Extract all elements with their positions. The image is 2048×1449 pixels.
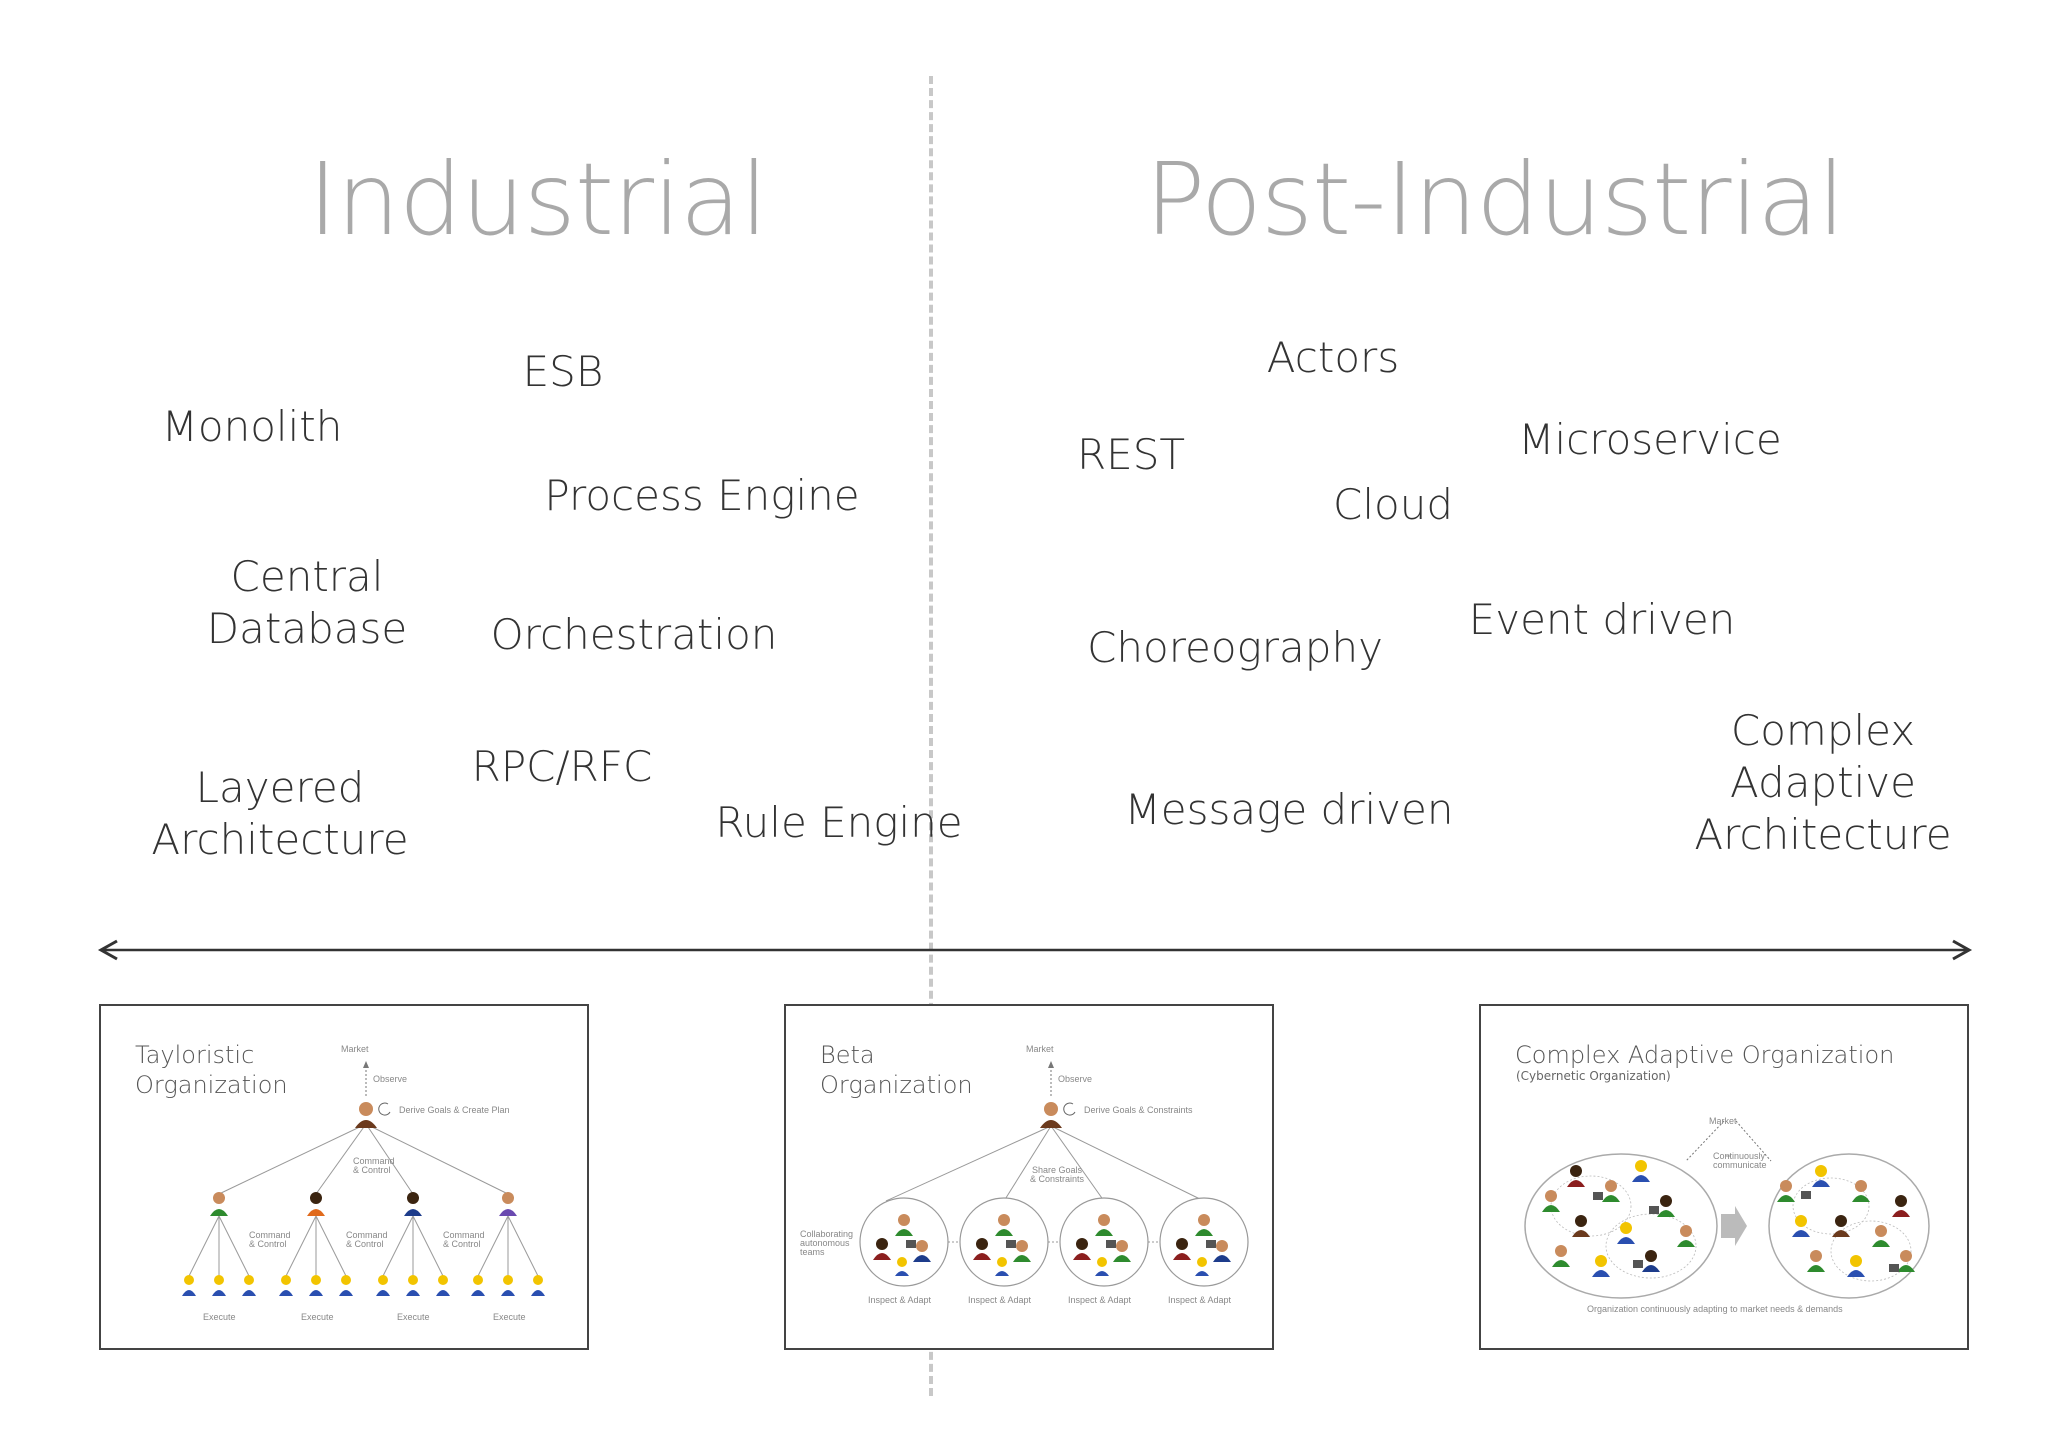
svg-text:teams: teams (800, 1247, 825, 1257)
card-title-complex: Complex Adaptive Organization (1515, 1041, 1895, 1069)
tayloristic-hierarchy-diagram: Market Observe Derive Goals & Create Pla… (182, 1044, 545, 1322)
lead-figure-icon (210, 1192, 517, 1216)
taylor-derive-label: Derive Goals & Create Plan (399, 1105, 510, 1115)
computer-icon (1593, 1191, 1899, 1272)
beta-observe-label: Observe (1058, 1074, 1092, 1084)
svg-text:& Control: & Control (249, 1239, 287, 1249)
term-rest: REST (1076, 430, 1186, 479)
svg-text:& Constraints: & Constraints (1030, 1174, 1085, 1184)
svg-text:& Control: & Control (346, 1239, 384, 1249)
beta-inspect-label: Inspect & Adapt (868, 1295, 932, 1305)
complex-caption: Organization continuously adapting to ma… (1587, 1304, 1843, 1314)
beta-teams-diagram: Market Observe Derive Goals & Constraint… (800, 1044, 1249, 1305)
card-beta-organization: Market Observe Derive Goals & Constraint… (784, 1004, 1274, 1350)
term-event-driven: Event driven (1468, 595, 1736, 644)
svg-text:communicate: communicate (1713, 1160, 1767, 1170)
card-subtitle-complex: (Cybernetic Organization) (1516, 1069, 1671, 1083)
svg-text:Execute: Execute (493, 1312, 526, 1322)
svg-text:Inspect & Adapt: Inspect & Adapt (1068, 1295, 1132, 1305)
svg-text:Execute: Execute (301, 1312, 334, 1322)
term-actors: Actors (1266, 333, 1400, 382)
taylor-command-label: Command (353, 1156, 395, 1166)
svg-text:Command: Command (443, 1230, 485, 1240)
term-choreography: Choreography (1087, 623, 1383, 672)
card-complex-adaptive-organization: Market Continuously communicate Organiza… (1479, 1004, 1969, 1350)
team-circle (859, 1197, 1249, 1287)
term-cloud: Cloud (1333, 480, 1453, 529)
taylor-execute-label: Execute (203, 1312, 236, 1322)
complex-market-label: Market (1709, 1116, 1737, 1126)
svg-text:& Control: & Control (443, 1239, 481, 1249)
beta-derive-label: Derive Goals & Constraints (1084, 1105, 1193, 1115)
term-rule-engine: Rule Engine (715, 798, 963, 847)
heading-post-industrial: Post-Industrial (1145, 141, 1845, 258)
term-message-driven: Message driven (1124, 785, 1454, 834)
era-divider (929, 76, 933, 1396)
manager-figure-icon (355, 1102, 377, 1128)
svg-text:Execute: Execute (397, 1312, 430, 1322)
svg-text:& Control: & Control (353, 1165, 391, 1175)
complex-adaptive-diagram: Market Continuously communicate Organiza… (1524, 1116, 1930, 1314)
svg-text:Inspect & Adapt: Inspect & Adapt (1168, 1295, 1232, 1305)
term-esb: ESB (522, 347, 604, 396)
svg-text:Command: Command (249, 1230, 291, 1240)
beta-market-label: Market (1026, 1044, 1054, 1054)
beta-collab-label: Collaborating (800, 1229, 853, 1239)
term-orchestration: Orchestration (490, 610, 778, 659)
beta-share-label: Share Goals (1032, 1165, 1083, 1175)
term-monolith: Monolith (161, 402, 343, 451)
manager-figure-icon (1040, 1102, 1062, 1128)
card-tayloristic-organization: Market Observe Derive Goals & Create Pla… (99, 1004, 589, 1350)
svg-text:Inspect & Adapt: Inspect & Adapt (968, 1295, 1032, 1305)
member-figure-icon (1542, 1160, 1915, 1277)
svg-text:autonomous: autonomous (800, 1238, 850, 1248)
svg-text:Command: Command (346, 1230, 388, 1240)
term-rpc-rfc: RPC/RFC (471, 742, 653, 791)
worker-figure-icon (182, 1275, 545, 1296)
heading-industrial: Industrial (308, 141, 768, 258)
evolution-axis (97, 939, 1973, 961)
taylor-market-label: Market (341, 1044, 369, 1054)
complex-communicate-label: Continuously (1713, 1151, 1766, 1161)
arrow-right-icon (1721, 1206, 1747, 1246)
term-microservice: Microservice (1518, 415, 1782, 464)
taylor-observe-label: Observe (373, 1074, 407, 1084)
term-process-engine: Process Engine (544, 471, 860, 520)
team-member-icon (873, 1214, 1231, 1276)
